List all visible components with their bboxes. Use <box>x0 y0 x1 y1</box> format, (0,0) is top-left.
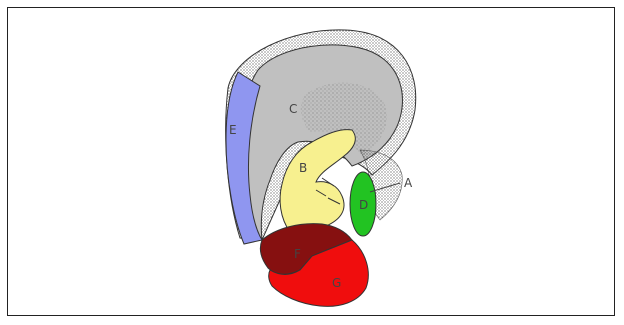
label-f: F <box>294 247 301 261</box>
label-d: D <box>359 198 368 212</box>
label-e: E <box>229 123 237 137</box>
label-b: B <box>299 161 307 175</box>
label-a: A <box>404 176 413 190</box>
label-g: G <box>332 276 341 290</box>
label-c: C <box>289 102 297 116</box>
